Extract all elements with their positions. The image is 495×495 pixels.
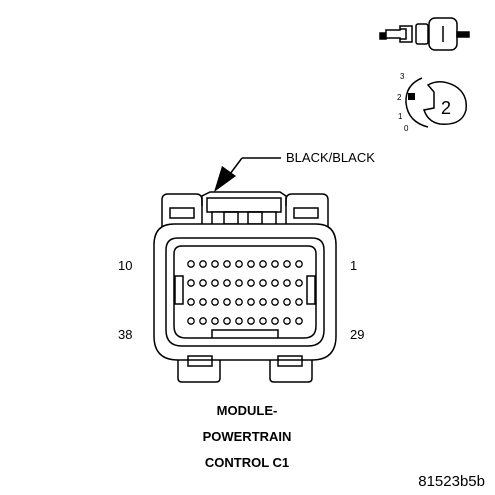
pin-cavity <box>271 260 279 268</box>
pin-cavity <box>223 260 231 268</box>
pin-cavity <box>247 317 255 325</box>
lock-digit: 2 <box>441 98 451 118</box>
pin-cavity <box>223 317 231 325</box>
title-line-1: MODULE- <box>217 403 278 418</box>
pin-cavity <box>223 279 231 287</box>
pin-cavity <box>235 279 243 287</box>
pin-cavity <box>295 260 303 268</box>
pin-cavity <box>187 260 195 268</box>
pin-cavity <box>211 279 219 287</box>
pin-cavity <box>187 317 195 325</box>
title-line-2: POWERTRAIN <box>203 429 292 444</box>
pin-cavity <box>247 298 255 306</box>
position-1: 1 <box>398 112 403 121</box>
pin-cavity <box>187 279 195 287</box>
pin-cavity <box>271 317 279 325</box>
pin-cavity <box>247 279 255 287</box>
pin-cavity <box>283 279 291 287</box>
pin-cavity <box>283 260 291 268</box>
title-line-3: CONTROL C1 <box>205 455 289 470</box>
pin-cavity <box>235 298 243 306</box>
position-3: 3 <box>400 72 405 81</box>
pin-cavity <box>283 298 291 306</box>
pin-cavity <box>235 260 243 268</box>
pin-cavity <box>295 317 303 325</box>
pin-label-1: 1 <box>350 258 357 273</box>
pin-cavity <box>283 317 291 325</box>
pin-label-10: 10 <box>118 258 132 273</box>
connector-color-label: BLACK/BLACK <box>286 150 375 165</box>
pin-label-29: 29 <box>350 327 364 342</box>
connector-body <box>153 191 337 383</box>
pin-cavity <box>199 260 207 268</box>
pin-cavity <box>271 298 279 306</box>
pin-cavity <box>259 279 267 287</box>
pin-cavity <box>199 298 207 306</box>
pin-cavity <box>211 260 219 268</box>
pin-cavity <box>211 298 219 306</box>
position-2: 2 <box>397 93 402 102</box>
pin-cavity <box>259 298 267 306</box>
pin-cavity <box>295 298 303 306</box>
pin-cavity <box>187 298 195 306</box>
pin-cavity <box>295 279 303 287</box>
pin-label-38: 38 <box>118 327 132 342</box>
connector-halves-icon <box>379 17 470 51</box>
lock-position-icon: 3 2 1 0 2 <box>397 72 468 133</box>
pointer-arrow-icon <box>214 157 281 192</box>
pin-cavity <box>259 260 267 268</box>
pin-cavity <box>211 317 219 325</box>
pin-cavity <box>259 317 267 325</box>
pin-cavity <box>247 260 255 268</box>
pin-cavity <box>271 279 279 287</box>
pin-cavity <box>199 317 207 325</box>
pin-cavity <box>223 298 231 306</box>
position-0: 0 <box>404 124 409 133</box>
pin-cavities <box>187 260 303 325</box>
pin-cavity <box>199 279 207 287</box>
pin-cavity <box>235 317 243 325</box>
figure-id: 81523b5b <box>418 473 485 490</box>
